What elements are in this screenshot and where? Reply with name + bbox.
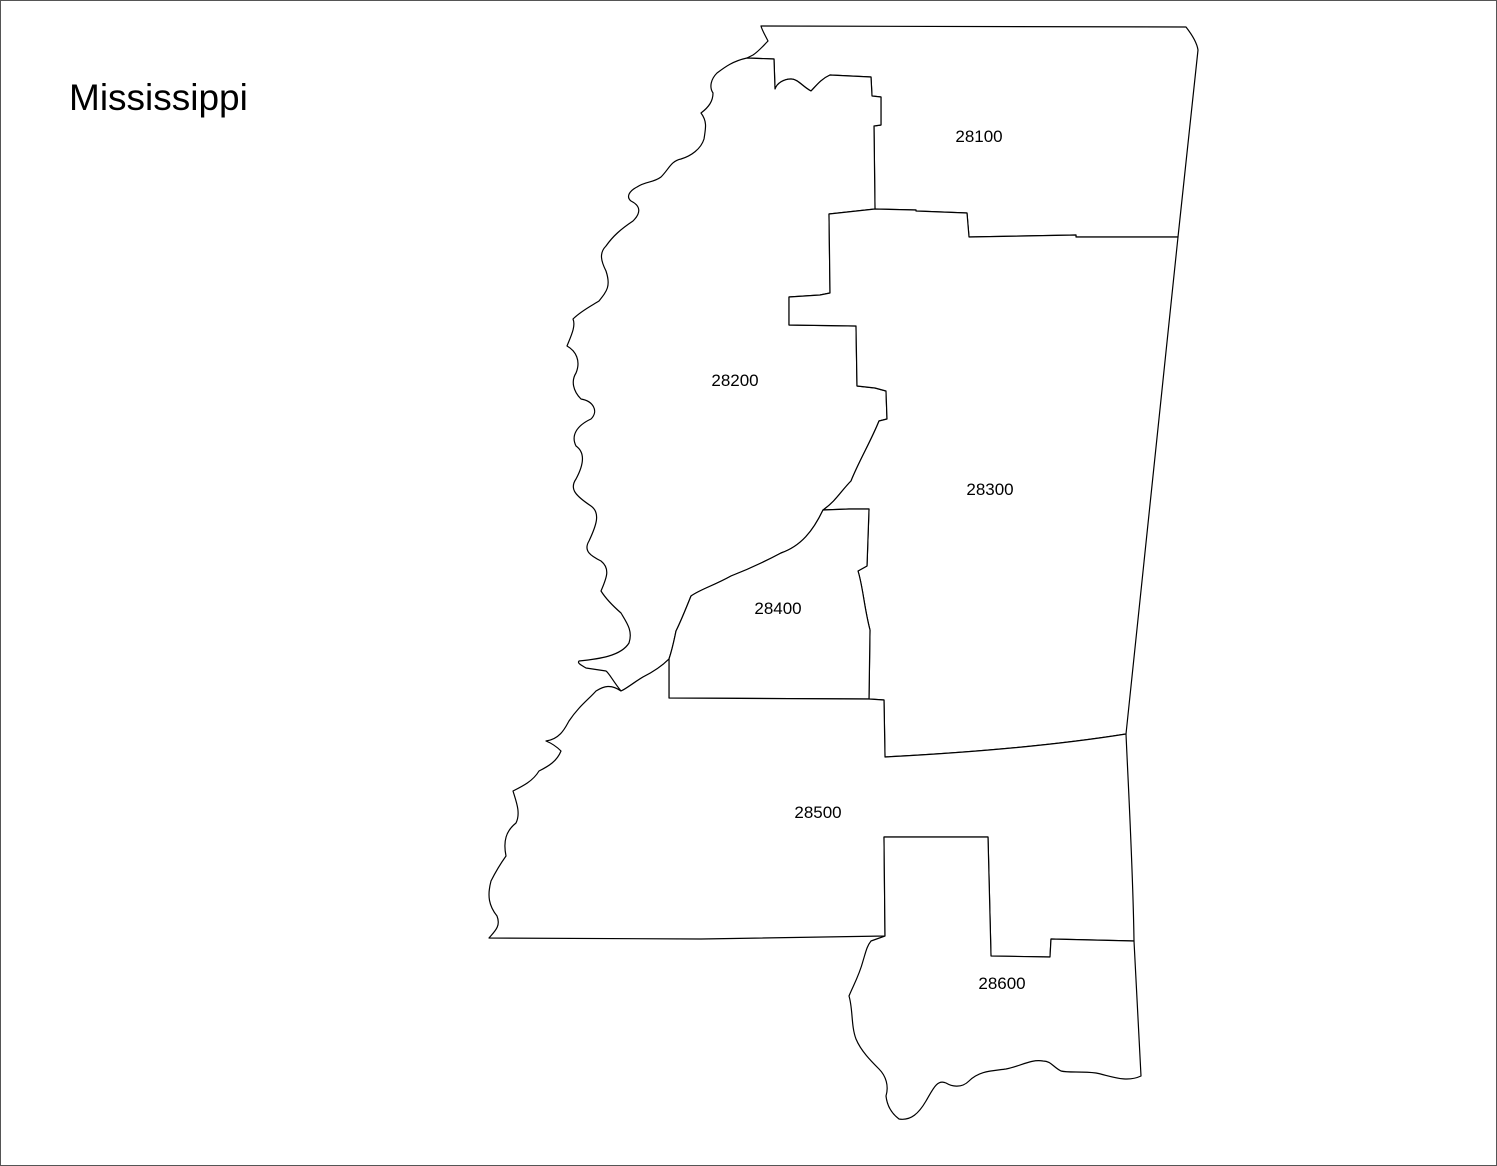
region-label-28500: 28500 [794,803,841,822]
region-28600[interactable] [848,836,1142,1120]
region-label-28300: 28300 [966,480,1013,499]
map-title: Mississippi [69,77,248,118]
region-28500[interactable] [488,658,1135,958]
region-label-28100: 28100 [955,127,1002,146]
region-label-28600: 28600 [978,974,1025,993]
region-28400[interactable] [668,508,871,700]
region-label-28200: 28200 [711,371,758,390]
region-label-28400: 28400 [754,599,801,618]
